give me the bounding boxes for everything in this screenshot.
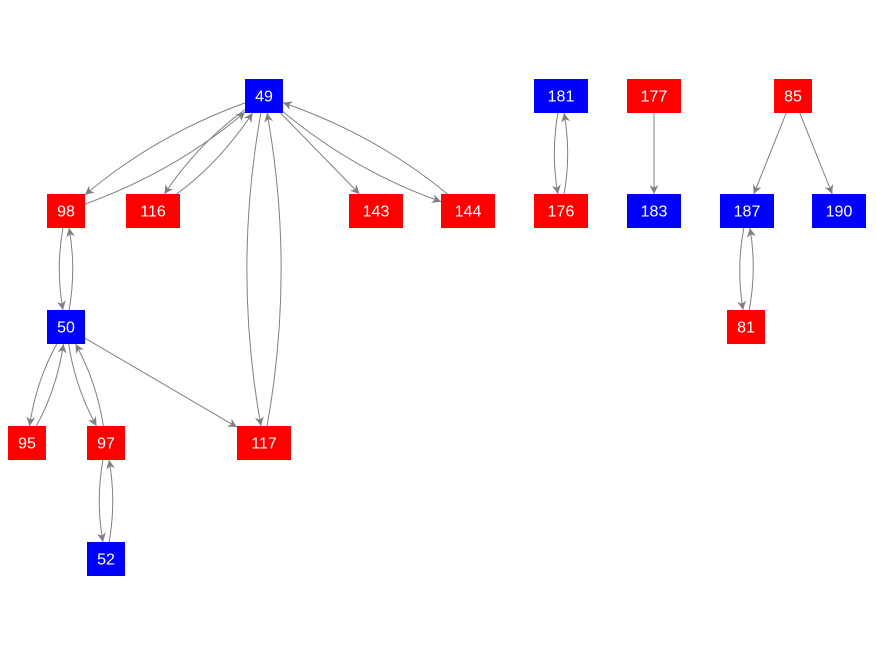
node-97[interactable]: 97 [87,426,125,460]
node-176[interactable]: 176 [534,194,588,228]
node-box [627,79,681,113]
node-label: 97 [97,436,115,453]
node-49[interactable]: 49 [245,79,283,113]
node-box [627,194,681,228]
node-box [812,194,866,228]
node-label: 187 [734,204,761,221]
edge-81-to-187 [746,227,756,311]
node-box [126,194,180,228]
node-label: 98 [57,204,75,221]
edge-97-to-52 [96,459,106,543]
node-box [720,194,774,228]
node-box [8,426,46,460]
node-label: 143 [363,204,390,221]
node-144[interactable]: 144 [441,194,495,228]
node-187[interactable]: 187 [720,194,774,228]
edge-52-to-97 [106,459,116,543]
nodes-layer: 49 181 177 85 98 116 143 144 176 183 187 190 50 81 95 9… [8,79,866,576]
node-98[interactable]: 98 [47,194,85,228]
node-label: 176 [548,204,575,221]
node-label: 183 [641,204,668,221]
node-label: 181 [548,89,575,106]
node-box [441,194,495,228]
node-label: 81 [737,320,755,337]
edge-187-to-81 [737,227,747,311]
node-label: 50 [57,320,75,337]
edge-49-to-98 [84,102,246,196]
node-117[interactable]: 117 [237,426,291,460]
edges-layer [26,101,834,543]
node-box [774,79,812,113]
node-box [534,79,588,113]
node-183[interactable]: 183 [627,194,681,228]
edge-176-to-181 [561,112,571,195]
node-box [245,79,283,113]
edge-98-to-49 [84,111,246,205]
node-box [87,426,125,460]
node-label: 177 [641,89,668,106]
edge-49-to-144 [282,111,442,203]
node-label: 49 [255,89,273,106]
edge-85-to-187 [752,112,787,195]
edge-49-to-117 [246,112,264,427]
node-177[interactable]: 177 [627,79,681,113]
node-label: 144 [455,204,482,221]
edge-50-to-98 [66,227,76,311]
edge-98-to-50 [56,227,66,311]
node-box [87,542,125,576]
node-box [349,194,403,228]
node-116[interactable]: 116 [126,194,180,228]
edge-97-to-50 [75,343,104,427]
node-box [727,310,765,344]
node-label: 116 [140,204,166,221]
node-label: 52 [97,552,115,569]
node-95[interactable]: 95 [8,426,46,460]
edge-49-to-143 [280,112,360,195]
node-box [47,194,85,228]
edge-117-to-49 [264,112,282,427]
node-box [47,310,85,344]
node-50[interactable]: 50 [47,310,85,344]
edge-50-to-97 [68,343,97,427]
edge-85-to-190 [799,112,834,195]
edge-50-to-95 [26,343,58,427]
node-label: 117 [251,436,277,453]
edge-50-to-117 [84,337,238,428]
edge-116-to-49 [176,112,254,195]
node-label: 190 [826,204,853,221]
node-181[interactable]: 181 [534,79,588,113]
node-85[interactable]: 85 [774,79,812,113]
edge-181-to-176 [551,112,561,195]
node-143[interactable]: 143 [349,194,403,228]
node-box [534,194,588,228]
edge-144-to-49 [282,101,448,195]
edge-95-to-50 [35,343,67,427]
edge-49-to-116 [163,109,246,195]
node-81[interactable]: 81 [727,310,765,344]
node-label: 95 [18,436,36,453]
node-label: 85 [784,89,802,106]
node-52[interactable]: 52 [87,542,125,576]
node-box [237,426,291,460]
node-190[interactable]: 190 [812,194,866,228]
